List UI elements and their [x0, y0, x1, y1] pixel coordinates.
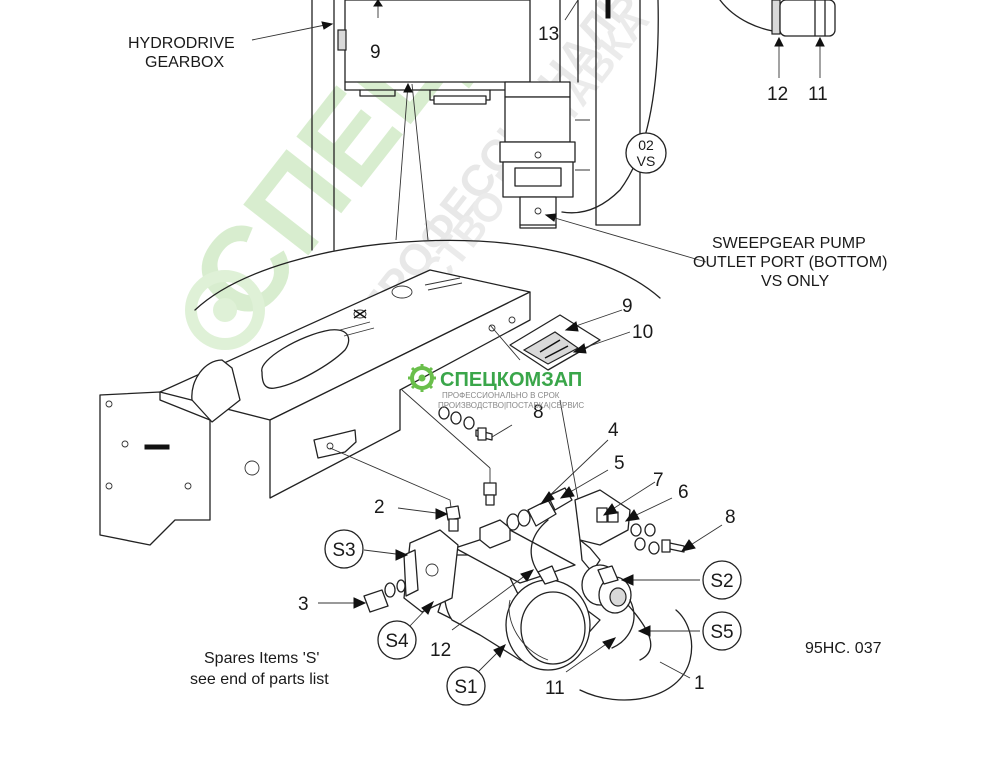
- spare-label-s5: S5: [710, 622, 733, 643]
- fitting-3: [363, 579, 406, 613]
- drawing-reference: 95HC. 037: [805, 640, 882, 657]
- spare-bubble-s1: S1: [446, 666, 486, 706]
- callout-top-11: 11: [808, 84, 828, 105]
- electric-motor: [437, 519, 601, 671]
- callout-9: 9: [622, 296, 633, 317]
- chassis-frame: [99, 269, 531, 546]
- hydrodrive-label: HYDRODRIVE GEARBOX: [128, 21, 334, 71]
- detail-arc: [194, 239, 661, 311]
- watermark-brand: СПЕЦКОМЗАП: [440, 369, 582, 391]
- spares-note-line2: see end of parts list: [190, 671, 329, 688]
- hose-clip: [537, 565, 559, 585]
- gearbox-housing: [311, 0, 641, 251]
- fitting-4-5: [506, 487, 573, 531]
- spare-bubble-s2: S2: [702, 560, 742, 600]
- solenoid-bracket: [574, 489, 631, 573]
- callout-7: 7: [653, 470, 664, 491]
- watermark-logo: СПЕЦКОМЗАП ПРОФЕССИОНАЛЬНО В СРОК ПРОИЗВ…: [408, 364, 584, 410]
- sweepgear-label-line2: OUTLET PORT (BOTTOM): [693, 254, 887, 271]
- washer-bolt-set-lower: [630, 523, 685, 555]
- spare-label-s1: S1: [454, 677, 477, 698]
- callout-4: 4: [608, 420, 619, 441]
- spare-label-s4: S4: [385, 631, 409, 652]
- spare-bubble-s3: S3: [324, 529, 364, 569]
- spare-label-s3: S3: [332, 540, 355, 561]
- callout-12: 12: [430, 640, 451, 661]
- bracket-arc: [579, 609, 693, 701]
- sweepgear-label-line3: VS ONLY: [761, 273, 830, 290]
- starter-solenoid: [581, 564, 632, 614]
- hydrodrive-label-line1: HYDRODRIVE: [128, 35, 235, 52]
- vs-bubble-number: 02: [638, 137, 654, 153]
- callout-10: 10: [632, 322, 653, 343]
- hose-line-top: [561, 0, 659, 214]
- callout-2: 2: [374, 497, 385, 518]
- callout-leaders: [318, 309, 723, 679]
- watermark-tagline-1: ПРОФЕССИОНАЛЬНО В СРОК: [442, 391, 560, 400]
- washer-bolt-set-upper: [438, 406, 493, 441]
- hose-12: [530, 519, 549, 576]
- watermark-tagline-2: ПРОИЗВОДСТВО|ПОСТАВКА|СЕРВИС: [438, 401, 584, 410]
- cable-s5: [611, 599, 652, 661]
- roller-assembly-top: [719, 0, 836, 37]
- vs-bubble-label: VS: [637, 153, 656, 169]
- callout-11: 11: [545, 678, 565, 699]
- callout-3: 3: [298, 594, 309, 615]
- top-callouts: 9 13 12 11: [370, 0, 828, 105]
- vs-bubble: 02 VS: [625, 132, 667, 174]
- spares-note-line1: Spares Items 'S': [204, 650, 319, 667]
- spare-bubble-s4: S4: [377, 620, 417, 660]
- spare-bubble-s5: S5: [702, 611, 742, 651]
- hydraulic-pump: [403, 529, 459, 613]
- callout-5: 5: [614, 453, 625, 474]
- alignment-lines: [329, 324, 581, 516]
- spare-label-s2: S2: [710, 571, 733, 592]
- watermark-logo-gear-icon: [408, 364, 436, 392]
- detail-lines: [395, 83, 429, 241]
- spares-bubbles: S3 S4 S1 S2 S5: [324, 529, 742, 706]
- callout-6: 6: [678, 482, 689, 503]
- hydrodrive-label-line2: GEARBOX: [145, 54, 224, 71]
- callout-8: 8: [725, 507, 736, 528]
- spares-note: Spares Items 'S' see end of parts list: [190, 650, 329, 688]
- fitting-2: [445, 505, 461, 532]
- sweepgear-pump-assembly: [499, 81, 590, 229]
- callout-top-13: 13: [538, 24, 559, 45]
- watermark-gear-icon: [185, 270, 265, 350]
- sweepgear-label: SWEEPGEAR PUMP OUTLET PORT (BOTTOM) VS O…: [544, 213, 887, 290]
- callout-top-9: 9: [370, 42, 381, 63]
- fitting-top: [483, 482, 497, 506]
- sweepgear-label-line1: SWEEPGEAR PUMP: [712, 235, 866, 252]
- callout-8-hidden: 8: [533, 402, 544, 423]
- callout-1: 1: [694, 673, 705, 694]
- callout-top-12: 12: [767, 84, 788, 105]
- callout-numbers: 9 10 8 4 5 7 6 8 2 3 12 11 1: [298, 296, 736, 699]
